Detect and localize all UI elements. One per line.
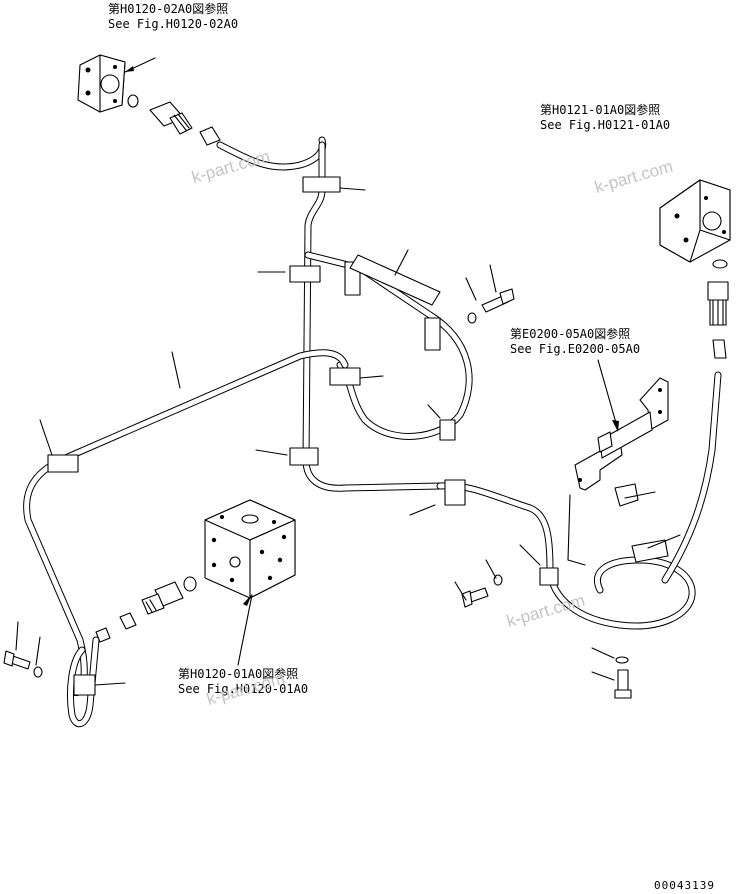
pressure-sensor-bottom xyxy=(141,581,184,615)
clamps xyxy=(47,176,559,696)
pipe-end-left xyxy=(95,627,111,643)
pressure-sensor-top xyxy=(149,101,193,135)
o-ring-top-right xyxy=(712,259,728,269)
connector-bottom xyxy=(119,612,137,630)
ref-label-mid-right-jp: 第E0200-05A0図参照 xyxy=(510,327,631,341)
ref-label-top-left-jp: 第H0120-02A0図参照 xyxy=(108,2,229,16)
connector-right xyxy=(712,339,727,359)
ref-label-mid-right: 第E0200-05A0図参照 See Fig.E0200-05A0 xyxy=(510,327,640,357)
o-ring-top xyxy=(127,94,139,108)
cover-plate xyxy=(349,254,441,306)
valve-block-top-left xyxy=(77,54,156,113)
bracket xyxy=(567,377,669,566)
main-harness-pipes xyxy=(23,136,722,728)
ref-label-top-left: 第H0120-02A0図参照 See Fig.H0120-02A0 xyxy=(108,2,238,32)
ref-label-top-left-en: See Fig.H0120-02A0 xyxy=(108,17,239,31)
drawing-number: 00043139 xyxy=(654,879,715,892)
valve-block-bottom xyxy=(204,499,296,599)
pressure-sensor-right xyxy=(707,281,729,326)
ref-label-top-right-en: See Fig.H0121-01A0 xyxy=(540,118,671,132)
ref-label-bottom-center: 第H0120-01A0図参照 See Fig.H0120-01A0 xyxy=(178,667,308,697)
o-ring-bottom xyxy=(183,576,197,592)
ref-label-top-right: 第H0121-01A0図参照 See Fig.H0121-01A0 xyxy=(540,103,670,133)
ref-label-top-right-jp: 第H0121-01A0図参照 xyxy=(540,103,661,117)
valve-block-top-right xyxy=(659,179,731,263)
ref-label-bottom-center-jp: 第H0120-01A0図参照 xyxy=(178,667,299,681)
ref-label-mid-right-en: See Fig.E0200-05A0 xyxy=(510,342,641,356)
ref-label-bottom-center-en: See Fig.H0120-01A0 xyxy=(178,682,309,696)
leader-lines xyxy=(15,187,681,686)
bolts-and-washers xyxy=(3,288,632,699)
connector-top xyxy=(199,126,221,146)
